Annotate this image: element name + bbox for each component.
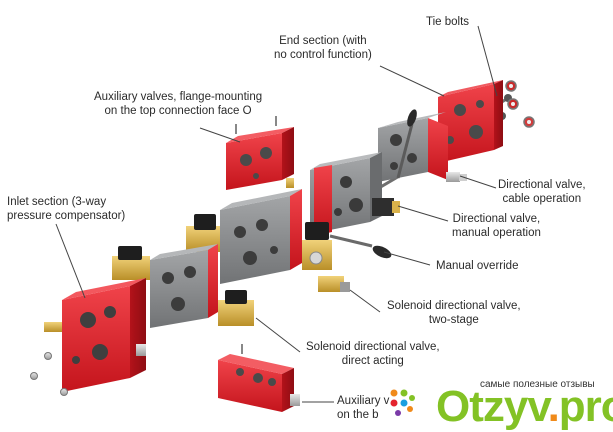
loose-screws <box>30 352 68 396</box>
directional-valve-manual-block <box>310 152 400 236</box>
auxiliary-valve-bottom-block <box>218 344 300 412</box>
label-solenoid-two-stage: Solenoid directional valve, two-stage <box>387 300 521 326</box>
solenoid-two-stage-block <box>186 189 350 292</box>
watermark-brand-dot: . <box>547 382 560 431</box>
manual-lever <box>396 109 417 179</box>
label-solenoid-direct: Solenoid directional valve, direct actin… <box>306 341 440 367</box>
watermark-logo-icon <box>390 389 415 416</box>
auxiliary-valve-top-block <box>226 116 294 190</box>
label-directional-manual: Directional valve, manual operation <box>452 213 541 239</box>
label-tie-bolts: Tie bolts <box>426 16 470 28</box>
label-inlet-section: Inlet section (3-way pressure compensato… <box>7 196 126 222</box>
end-section-block <box>438 80 503 163</box>
solenoid-direct-acting-block <box>112 244 254 328</box>
inlet-section-block <box>44 278 146 392</box>
watermark-caption: самые полезные отзывы <box>480 379 595 390</box>
label-directional-cable: Directional valve, cable operation <box>498 179 586 205</box>
watermark-brand-tld: pro <box>558 382 613 431</box>
manual-override-lever <box>309 234 392 265</box>
label-auxiliary-bottom: Auxiliary v on the b <box>337 395 390 421</box>
leader-lines <box>55 25 498 403</box>
label-end-section: End section (with no control function) <box>274 35 372 61</box>
label-manual-override: Manual override <box>436 260 519 272</box>
label-auxiliary-top: Auxiliary valves, flange-mounting on the… <box>94 91 263 117</box>
watermark-brand-main: Otzyv <box>436 382 549 431</box>
tie-bolt-nuts <box>505 80 535 128</box>
watermark-brand: Otzyv.pro <box>436 382 613 432</box>
